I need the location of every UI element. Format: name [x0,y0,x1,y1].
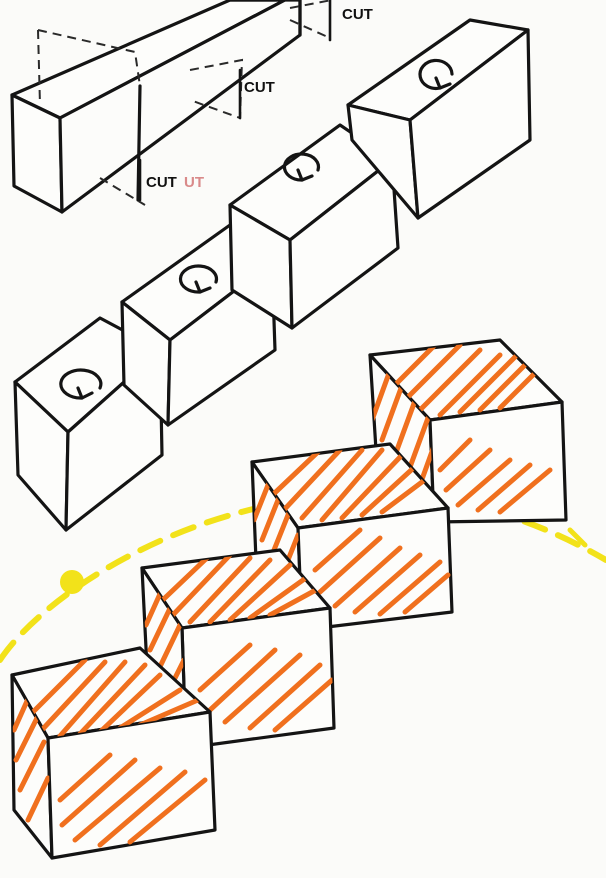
cut-label-top: CUT [342,6,373,23]
cut-label-bottom-ghost: UT [184,174,204,191]
sun-dot [60,570,84,594]
cut-label-middle: CUT [244,79,275,96]
cut-label-bottom: CUT [146,174,177,191]
